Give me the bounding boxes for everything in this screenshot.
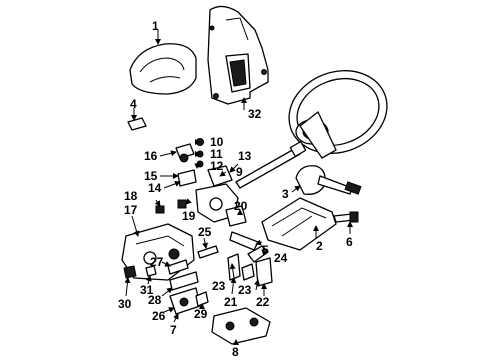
label-part-23b: 23 [238,283,252,297]
label-part-19: 19 [182,209,196,223]
screw-part [195,291,209,307]
callout-labels: 1 2 3 4 5 6 7 8 9 10 11 12 13 14 15 16 1… [118,19,353,359]
label-part-4: 4 [130,97,137,111]
label-part-26: 26 [152,309,166,323]
upper-shroud-part [129,43,197,95]
leader-lines [124,30,353,345]
label-part-29: 29 [194,307,208,321]
label-part-24: 24 [274,251,288,265]
spring-part [241,263,255,281]
ignition-lock-parts [175,138,247,227]
label-part-12: 12 [210,159,224,173]
gear-part [169,271,199,291]
label-part-17: 17 [124,203,138,217]
steering-wheel-part [288,70,388,159]
label-part-22: 22 [256,295,270,309]
clip-part [127,117,147,131]
label-part-30: 30 [118,297,132,311]
pawl-part [167,259,189,275]
label-part-9: 9 [236,165,243,179]
label-part-2: 2 [316,239,323,253]
label-part-14: 14 [148,181,162,195]
label-part-5: 5 [262,243,269,257]
label-part-18: 18 [124,189,138,203]
label-part-21: 21 [224,295,238,309]
label-part-8: 8 [232,345,239,359]
label-part-7: 7 [170,323,177,337]
label-part-27: 27 [150,255,164,269]
label-part-10: 10 [210,135,224,149]
label-part-28: 28 [148,293,162,307]
label-part-32: 32 [248,107,262,121]
column-housing-part [207,5,269,105]
label-part-11: 11 [210,147,223,161]
label-part-3: 3 [282,187,289,201]
label-part-15: 15 [144,169,158,183]
label-part-20: 20 [234,199,248,213]
label-part-13: 13 [238,149,252,163]
multifunction-switch-part [295,165,362,195]
label-part-16: 16 [144,149,158,163]
label-part-6: 6 [346,235,353,249]
actuator-rod-part [197,245,219,259]
lever-part [229,231,259,251]
label-part-31: 31 [140,283,154,297]
pin-part [145,265,157,277]
label-part-25: 25 [198,225,212,239]
label-part-1: 1 [152,19,159,33]
release-lever-part [255,257,273,287]
lower-shroud-part [261,197,337,251]
steering-shaft-part [235,141,307,189]
label-part-23a: 23 [212,279,226,293]
mounting-bracket-part [211,307,271,345]
bolt-part [123,265,137,279]
lever-knob-part [333,211,359,223]
